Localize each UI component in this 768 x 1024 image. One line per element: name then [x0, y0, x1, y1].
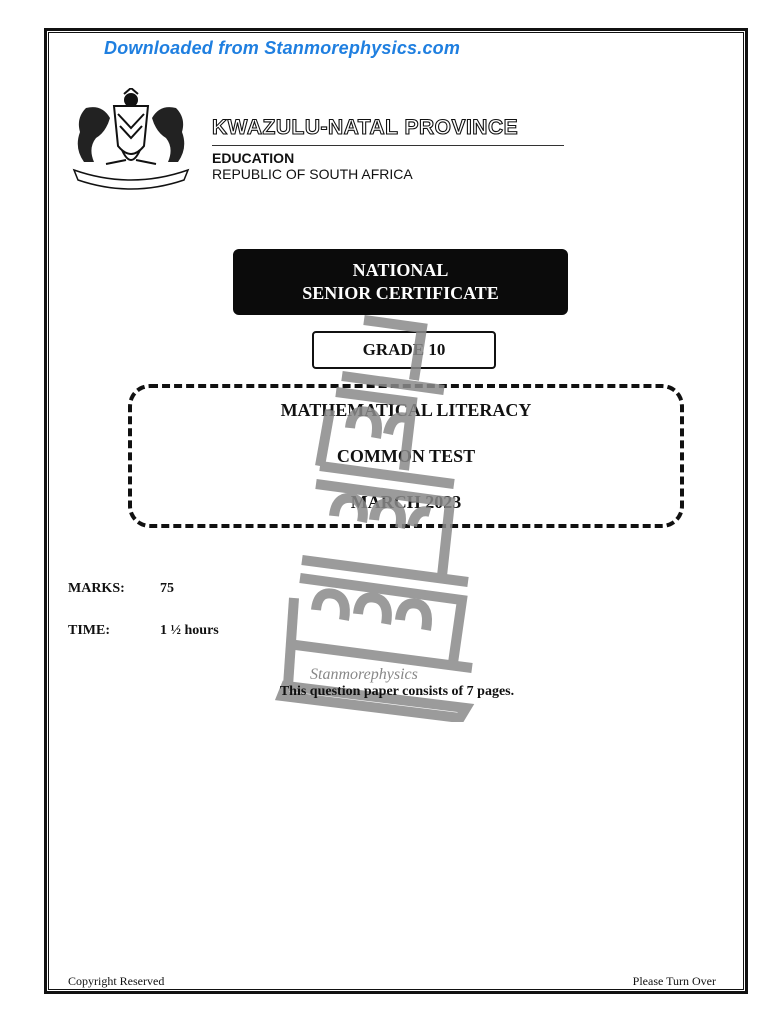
coat-of-arms-icon	[72, 88, 190, 190]
country-name: REPUBLIC OF SOUTH AFRICA	[212, 166, 413, 182]
marks-label: MARKS:	[68, 581, 125, 596]
subject-name: MATHEMATICAL LITERACY	[280, 400, 532, 420]
grade-box: GRADE 10	[312, 331, 496, 369]
footer-turn-over: Please Turn Over	[632, 974, 716, 988]
pages-note: This question paper consists of 7 pages.	[279, 684, 515, 699]
download-note: Downloaded from Stanmorephysics.com	[104, 38, 461, 58]
marks-value: 75	[160, 581, 174, 596]
time-label: TIME:	[68, 623, 110, 638]
footer-copyright: Copyright Reserved	[68, 974, 165, 988]
watermark-text: Stanmorephysics	[310, 666, 418, 683]
page-border-inner	[48, 32, 744, 990]
certificate-line-2: SENIOR CERTIFICATE	[302, 283, 499, 303]
province-name: KWAZULU-NATAL PROVINCE	[211, 115, 519, 139]
time-value: 1 ½ hours	[160, 623, 219, 638]
certificate-banner: NATIONAL SENIOR CERTIFICATE	[233, 249, 568, 315]
header-divider	[212, 145, 564, 146]
certificate-line-1: NATIONAL	[352, 260, 449, 280]
leaning-tower-icon	[274, 315, 475, 722]
page-border-outer	[44, 28, 748, 994]
department-name: EDUCATION	[212, 150, 295, 166]
